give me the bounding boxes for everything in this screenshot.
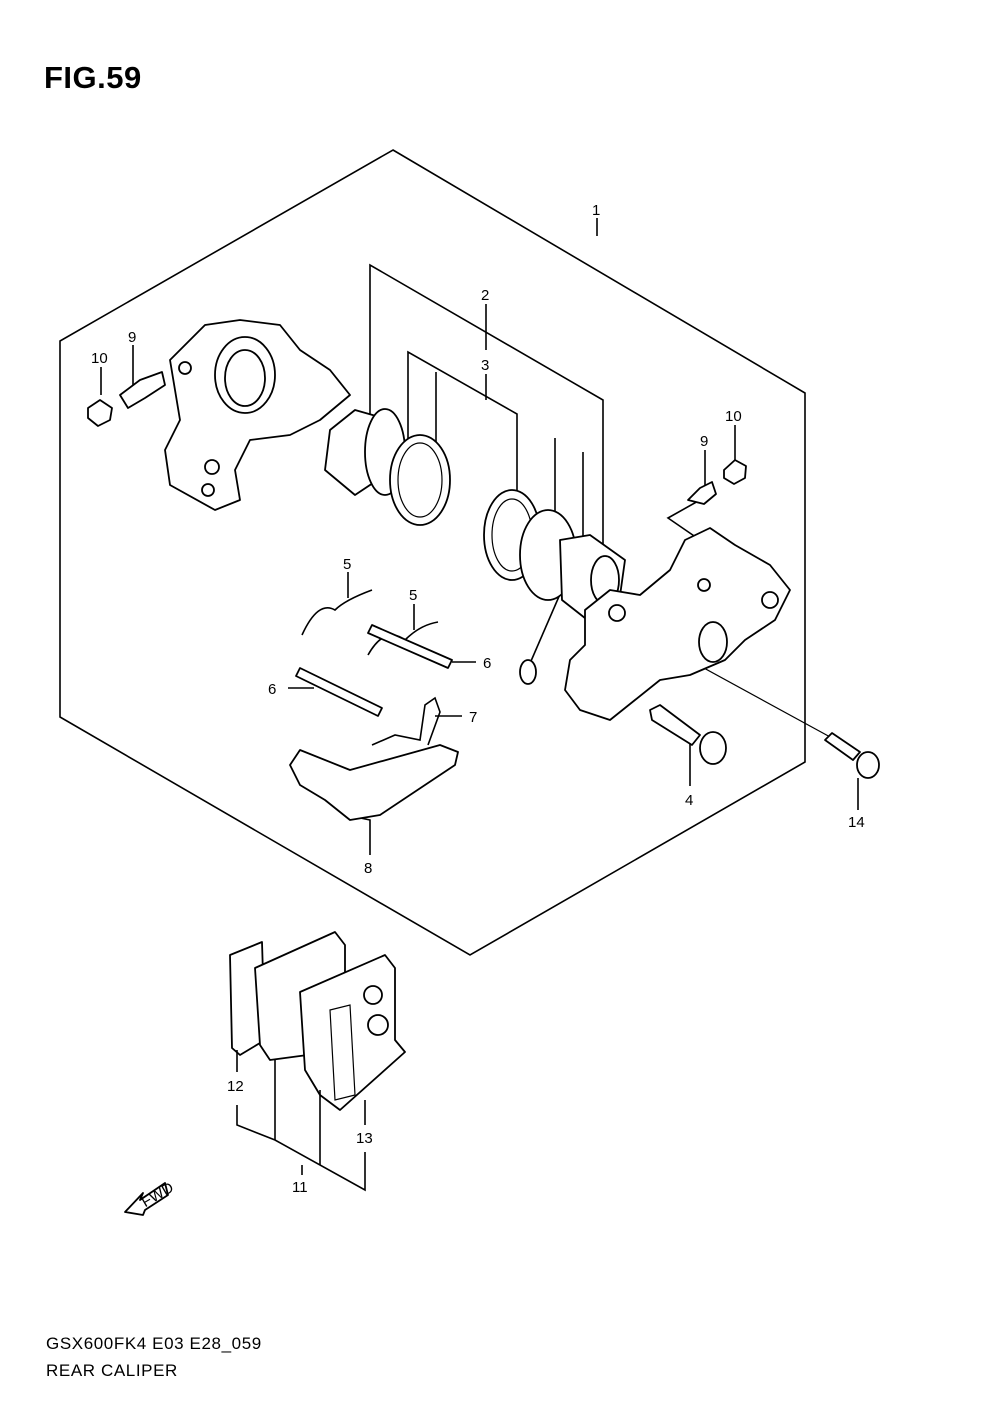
figure-title: FIG.59 (44, 60, 142, 95)
washer (519, 659, 537, 685)
callout-2: 2 (481, 287, 489, 304)
section-name: REAR CALIPER (46, 1361, 178, 1380)
leader-bracket-3 (407, 350, 518, 495)
forward-arrow: FWD (124, 1179, 177, 1216)
callout-9a: 9 (128, 329, 136, 346)
fwd-label: FWD (139, 1179, 177, 1211)
callout-8: 8 (364, 860, 372, 877)
leader-8 (345, 814, 371, 855)
bleeder-cap-left (87, 399, 113, 427)
callout-4: 4 (685, 792, 693, 809)
callout-9b: 9 (700, 433, 708, 450)
callout-3: 3 (481, 357, 489, 374)
bleeder-valve-right (687, 481, 717, 505)
mounting-bolt (824, 732, 880, 779)
piston-and-seals (324, 408, 451, 526)
callout-10b: 10 (725, 408, 742, 425)
callout-5a: 5 (343, 556, 351, 573)
assembly-boundary (59, 149, 806, 956)
bleeder-cap-right (723, 459, 747, 485)
pad-spring (289, 744, 459, 821)
callout-13: 13 (356, 1130, 373, 1147)
callout-11: 11 (292, 1179, 308, 1196)
callout-5b: 5 (409, 587, 417, 604)
callout-7: 7 (469, 709, 477, 726)
callout-10a: 10 (91, 350, 108, 367)
callout-14: 14 (848, 814, 865, 831)
brake-pad-set (229, 931, 406, 1111)
caliper-body (564, 527, 791, 721)
model-code: GSX600FK4 E03 E28_059 (46, 1334, 262, 1353)
caliper-carrier (164, 319, 351, 511)
bleeder-valve-left (119, 371, 166, 409)
callout-12: 12 (227, 1078, 244, 1095)
pad-pins-and-clips (295, 589, 453, 746)
callout-6b: 6 (483, 655, 491, 672)
callout-1: 1 (592, 202, 600, 219)
leader-11-bracket (236, 1105, 366, 1192)
caliper-bolt (649, 704, 727, 765)
callout-6a: 6 (268, 681, 276, 698)
